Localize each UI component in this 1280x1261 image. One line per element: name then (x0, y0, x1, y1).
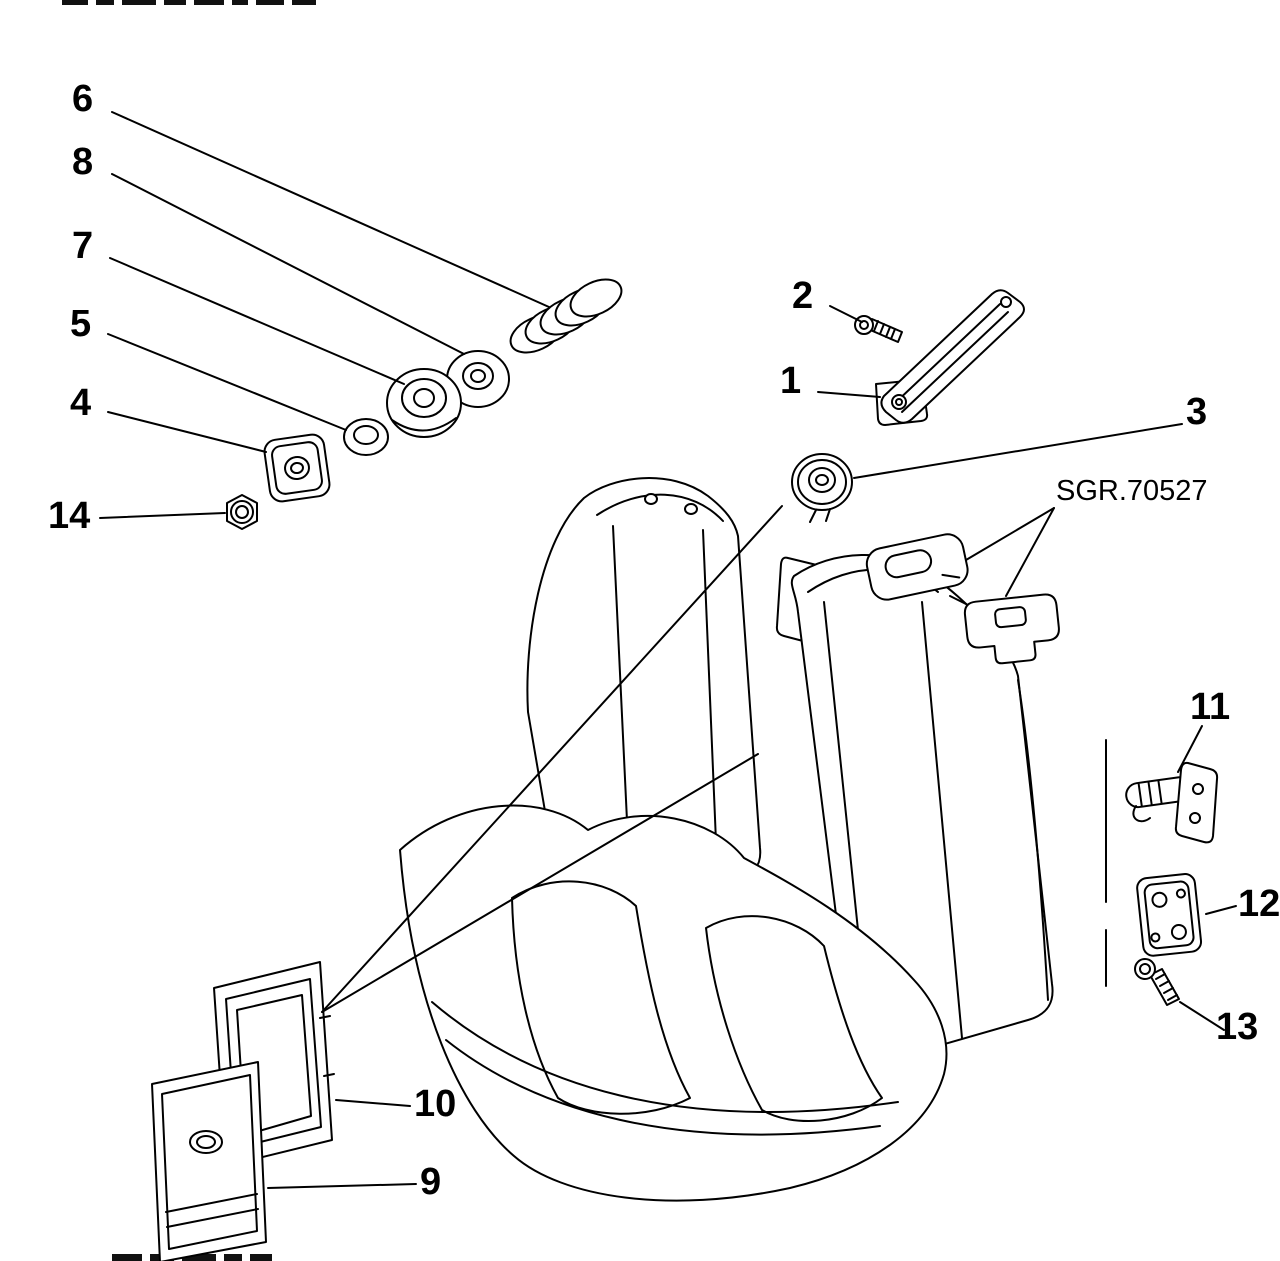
part-coil-spring-6 (509, 278, 623, 354)
callout-8: 8 (72, 141, 94, 183)
callout-14: 14 (48, 495, 91, 537)
seat-assembly-art (399, 477, 1107, 1202)
callout-6: 6 (72, 78, 94, 120)
callout-sgr: SGR.70527 (1056, 475, 1208, 507)
callout-13: 13 (1216, 1006, 1259, 1048)
callout-1: 1 (780, 360, 802, 402)
part-ring-spacer-5 (343, 418, 389, 456)
part-hex-nut-14 (226, 494, 258, 530)
leader-lines (99, 111, 1237, 1189)
callout-5: 5 (70, 303, 92, 345)
callout-2: 2 (792, 275, 814, 317)
part-hinge-bracket-12 (1136, 873, 1203, 957)
callout-7: 7 (72, 225, 94, 267)
part-grommet-3 (791, 453, 853, 523)
part-screw-2 (854, 315, 903, 343)
location-pointer-lines (321, 505, 783, 1013)
part-trim-panel-9 (151, 1061, 267, 1261)
part-bolt-13 (1134, 958, 1180, 1006)
callout-9: 9 (420, 1161, 442, 1203)
part-square-pad-4 (263, 433, 331, 503)
callout-10: 10 (414, 1083, 457, 1125)
callout-12: 12 (1238, 883, 1280, 925)
part-support-bracket-1 (875, 289, 1025, 426)
part-washer-disc-8 (446, 350, 510, 408)
callout-4: 4 (70, 382, 92, 424)
callout-11: 11 (1190, 686, 1231, 728)
callout-3: 3 (1186, 391, 1208, 433)
part-latch-striker-11 (1125, 761, 1219, 844)
part-pivot-bushing-7 (386, 368, 462, 438)
part-latch-handle-assembly-sgr (865, 533, 1060, 665)
cropped-text-fragment-top (62, 0, 316, 5)
